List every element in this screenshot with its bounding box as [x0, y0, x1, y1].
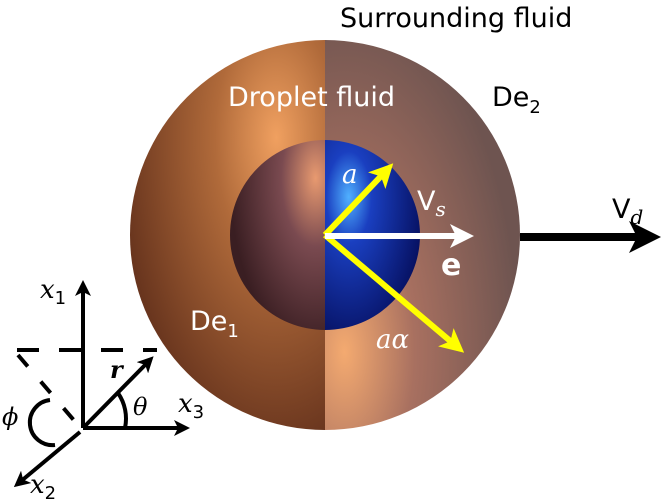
x1-label: x1	[40, 275, 66, 309]
x3-label: x3	[178, 389, 204, 423]
x2-axis-arrow	[13, 430, 82, 488]
inner-sphere-left	[230, 140, 325, 330]
a-vector-arrow	[322, 163, 394, 238]
de1-label: De1	[190, 306, 239, 342]
de2-label: De2	[492, 82, 541, 118]
phi-label: ϕ	[2, 403, 18, 431]
x2-label: x2	[30, 470, 56, 502]
phi-arc	[27, 398, 56, 448]
projection-dashed-diagonal	[16, 353, 80, 427]
a-alpha-vector-arrow	[323, 232, 465, 353]
a-alpha-label: aα	[376, 325, 410, 355]
droplet-fluid-label: Droplet fluid	[228, 82, 395, 113]
a-label: a	[342, 160, 358, 190]
coordinate-system	[13, 280, 190, 488]
outer-shell-left	[130, 40, 325, 430]
surrounding-fluid-label: Surrounding fluid	[340, 3, 572, 34]
vd-label: Vd	[612, 194, 643, 229]
theta-arc	[116, 391, 128, 429]
theta-label: θ	[133, 393, 148, 421]
e-label: e	[441, 248, 461, 283]
r-label: r	[110, 355, 125, 384]
vs-label: Vs	[417, 186, 446, 221]
r-vector-arrow	[81, 356, 154, 430]
